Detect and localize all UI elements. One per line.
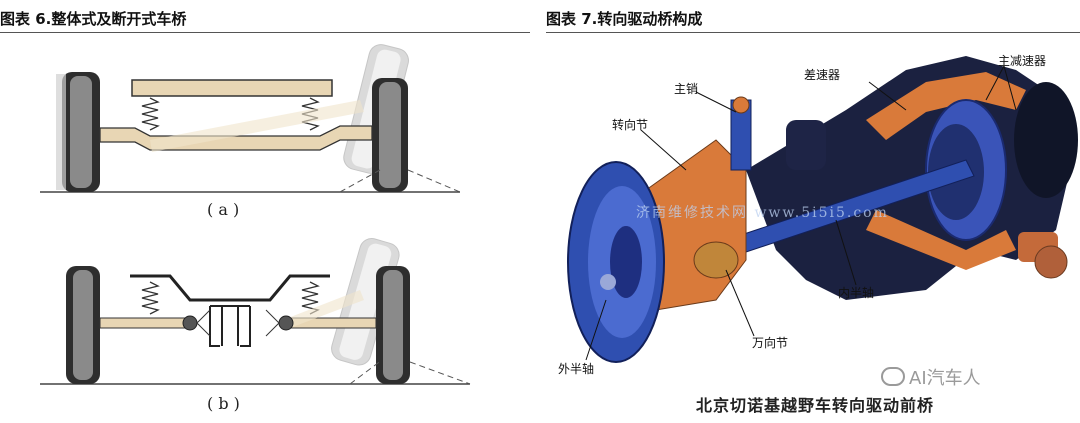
title-rule <box>0 32 530 33</box>
label-outer-half-shaft: 外半轴 <box>558 362 595 376</box>
axle-diagrams <box>40 44 471 385</box>
label-differential: 差速器 <box>804 68 841 82</box>
brand-watermark-text: AI汽车人 <box>909 368 981 389</box>
label-final-drive: 主减速器 <box>998 54 1047 68</box>
figure-7-panel: 图表 7.转向驱动桥构成 <box>546 0 1080 423</box>
steering-drive-axle-illustration <box>567 56 1078 363</box>
figure-6-panel: 图表 6.整体式及断开式车桥 <box>0 0 530 423</box>
diagram-a-label: ( a ) <box>207 200 240 219</box>
independent-axle-diagram <box>40 238 471 385</box>
watermark-url: 济南维修技术网 www.5i5i5.com <box>636 205 889 221</box>
rigid-axle-diagram <box>40 44 461 193</box>
diagram-b-label: ( b ) <box>207 394 240 413</box>
figure-7-title: 图表 7.转向驱动桥构成 <box>546 10 703 28</box>
title-rule <box>546 32 1080 33</box>
chat-bubble-icon <box>881 367 905 386</box>
figure-6-title: 图表 6.整体式及断开式车桥 <box>0 10 187 28</box>
figure-7-caption: 北京切诺基越野车转向驱动前桥 <box>696 396 935 415</box>
brand-watermark: AI汽车人 <box>881 364 981 390</box>
label-universal-joint: 万向节 <box>752 336 789 350</box>
label-kingpin: 主销 <box>674 82 699 96</box>
label-steering-knuckle: 转向节 <box>612 118 649 132</box>
label-inner-half-shaft: 内半轴 <box>838 286 875 300</box>
